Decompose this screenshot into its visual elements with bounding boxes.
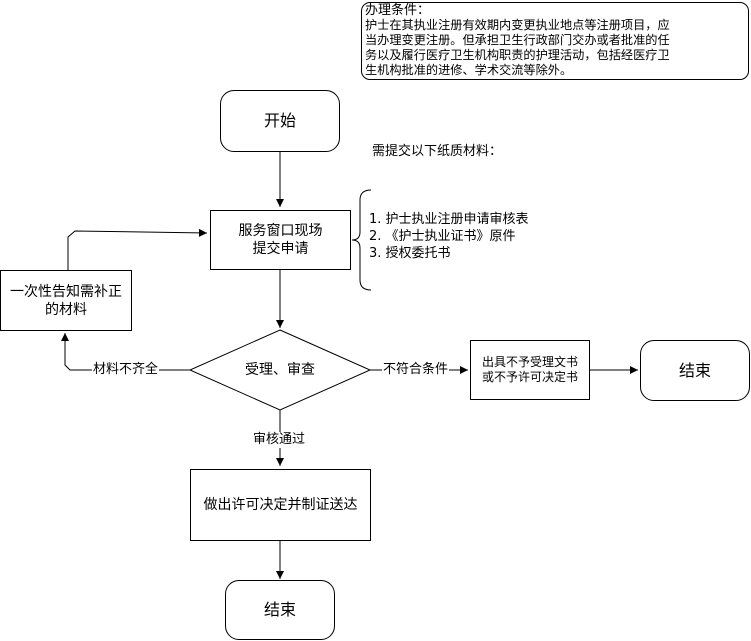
- start-node: 开始: [220, 90, 340, 152]
- materials-item-2: 2. 《护士执业证书》原件: [369, 229, 516, 244]
- submit-label-line-2: 提交申请: [252, 241, 309, 257]
- materials-item-3: 3. 授权委托书: [369, 246, 451, 261]
- submit-node: 服务窗口现场 提交申请: [210, 210, 351, 270]
- reject-label-line-1: 出具不予受理文书: [481, 355, 578, 369]
- conditions-note: 办理条件： 护士在其执业注册有效期内变更执业地点等注册项目，应 当办理变更注册。…: [361, 2, 749, 80]
- notify-label-line-2: 的材料: [45, 301, 87, 318]
- submit-label-line-1: 服务窗口现场: [238, 223, 323, 239]
- review-diamond: [188, 329, 372, 411]
- end-node-bottom: 结束: [225, 580, 335, 640]
- conditions-line-1: 护士在其执业注册有效期内变更执业地点等注册项目，应: [365, 18, 670, 32]
- conditions-line-4: 生机构批准的进修、学术交流等除外。: [365, 63, 573, 77]
- notify-label-line-1: 一次性告知需补正: [10, 283, 122, 300]
- conditions-line-2: 当办理变更注册。但承担卫生行政部门交办或者批准的任: [365, 33, 670, 47]
- edge-label-not-qualified: 不符合条件: [382, 362, 450, 378]
- review-label: 受理、审查: [245, 362, 315, 378]
- edge-label-approved: 审核通过: [252, 432, 307, 448]
- materials-heading: 需提交以下纸质材料：: [372, 144, 503, 159]
- reject-label-line-2: 或不予许可决定书: [481, 370, 578, 384]
- materials-brace: [351, 189, 372, 291]
- end-node-right: 结束: [640, 340, 750, 401]
- materials-item-1: 1. 护士执业注册申请审核表: [369, 212, 529, 227]
- end-right-label: 结束: [678, 360, 711, 380]
- edge-label-incomplete: 材料不齐全: [92, 362, 160, 378]
- notify-node: 一次性告知需补正 的材料: [0, 270, 132, 331]
- start-label: 开始: [263, 111, 296, 130]
- end-bottom-label: 结束: [263, 600, 296, 619]
- conditions-title: 办理条件：: [365, 3, 431, 18]
- materials-list: 1. 护士执业注册申请审核表 2. 《护士执业证书》原件 3. 授权委托书: [369, 211, 529, 262]
- edge-notify-to-submit: [67, 228, 208, 270]
- decision-label: 做出许可决定并制证送达: [203, 497, 358, 513]
- reject-node: 出具不予受理文书 或不予许可决定书: [470, 340, 590, 400]
- conditions-line-3: 务以及履行医疗卫生机构职责的护理活动，包括经医疗卫: [365, 48, 670, 62]
- decision-node: 做出许可决定并制证送达: [190, 469, 371, 541]
